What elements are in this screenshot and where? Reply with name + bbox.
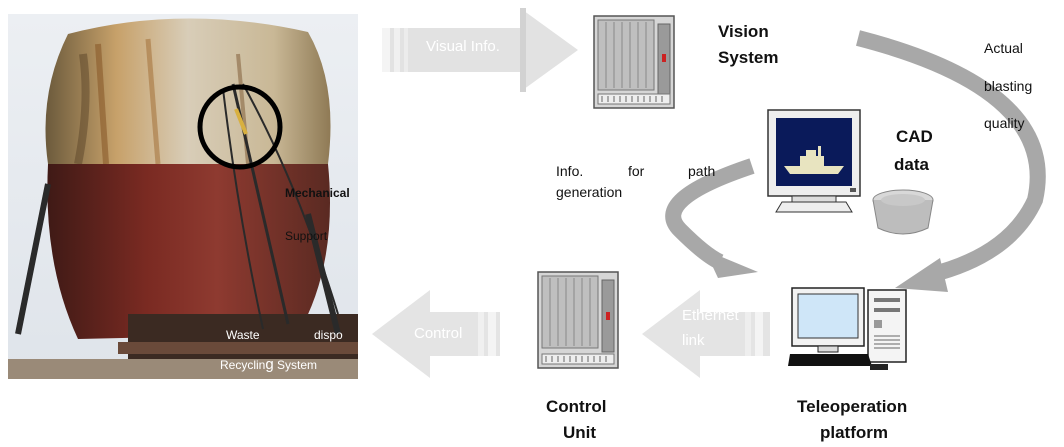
disk-icon [872,189,934,235]
teleoperation-title: Teleoperation [797,397,908,416]
ethernet-arrow [642,290,770,378]
teleoperation-title: platform [820,423,888,442]
recycling-label-part: n [258,358,266,372]
path-generation-arrow [665,158,758,278]
computer-icon [788,287,907,370]
control-unit-title: Unit [563,423,597,442]
control-arrow [372,290,500,378]
control-label: Control [414,325,463,342]
recycling-label: Recycling System [220,356,317,373]
recycling-label-part: System [273,358,318,372]
rack-icon [537,271,619,369]
generation-label: generation [556,184,623,200]
blasting-quality-arrow [856,30,1046,292]
cad-title: CAD [896,127,933,146]
actual-label: Actual [984,40,1023,56]
control-unit-rack [532,270,624,370]
vision-system-rack [588,14,680,110]
cad-monitor [766,108,862,220]
info-label: Info. [556,163,584,179]
link-label: link [682,332,705,349]
blasting-label: blasting [984,78,1033,94]
vision-system-title: Vision [718,22,769,41]
cad-title: data [894,155,929,174]
rack-icon [593,15,675,109]
ethernet-label: Ethernet [682,307,739,324]
teleoperation-pc [788,280,914,376]
control-unit-title: Control [546,397,607,416]
inspection-circle [197,84,283,170]
visual-info-label: Visual Info. [426,38,500,55]
vision-system-title: System [718,48,779,67]
ship-photo: Mechanical Support Waste dispo Recycling… [8,14,358,379]
ship-hull-illustration [8,14,358,379]
mechanical-label: Mechanical [285,186,350,200]
quality-label: quality [984,115,1025,131]
disposal-label: dispo [314,328,343,342]
recycling-label-part: g [265,356,274,373]
waste-label: Waste [226,328,260,342]
monitor-icon [767,109,861,213]
cad-disk [870,184,936,240]
info-path-label: path [688,163,716,179]
support-label: Support [285,229,328,243]
recycling-label-part: Recycli [220,358,259,372]
info-for-label: for [628,163,645,179]
visual-info-arrow [382,8,578,92]
